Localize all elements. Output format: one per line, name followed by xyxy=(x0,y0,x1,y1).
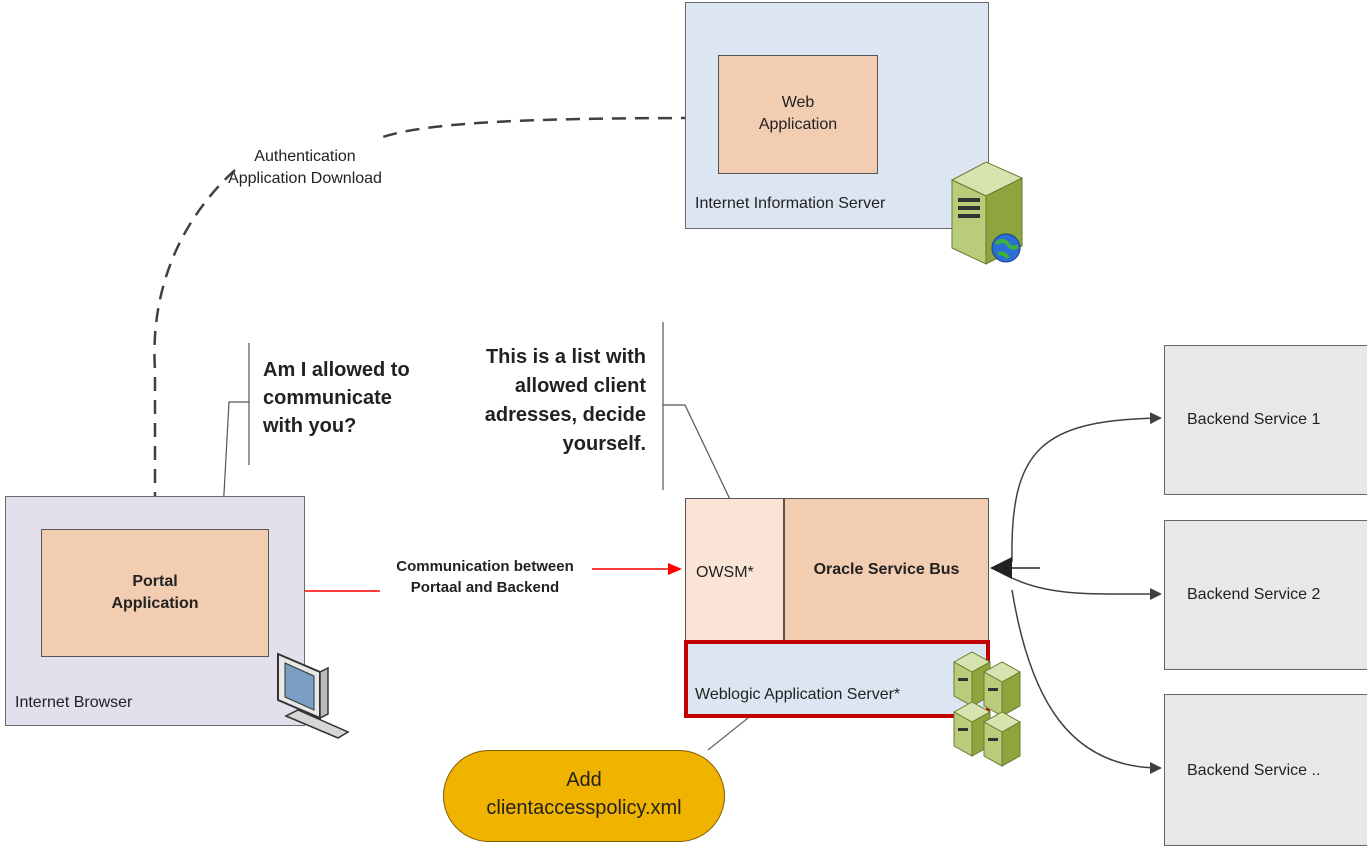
backend-service-3-label: Backend Service .. xyxy=(1187,762,1321,779)
web-application-label: Web Application xyxy=(758,94,838,133)
add-policy-pill[interactable] xyxy=(443,750,725,842)
backend-service-2-box[interactable] xyxy=(1164,520,1367,670)
owsm-label: OWSM* xyxy=(696,564,754,581)
backend-service-1-label: Backend Service 1 xyxy=(1187,411,1321,428)
oracle-service-bus-box[interactable] xyxy=(784,498,989,641)
backend-service-2-label: Backend Service 2 xyxy=(1187,586,1321,603)
portal-application-label: Portal Application xyxy=(111,573,199,612)
question-note: Am I allowed to communicate with you? xyxy=(263,359,410,437)
portal-application-box[interactable] xyxy=(41,529,269,657)
iis-server-label: Internet Information Server xyxy=(695,195,886,212)
oracle-service-bus-label: Oracle Service Bus xyxy=(813,561,960,578)
auth-download-label: Authentication Application Download xyxy=(228,148,382,187)
auth-download-connector xyxy=(374,116,719,142)
weblogic-server-container[interactable] xyxy=(684,640,990,718)
web-server-icon xyxy=(950,161,1024,265)
communication-label: Communication between Portaal and Backen… xyxy=(396,558,574,596)
add-policy-label: Add clientaccesspolicy.xml xyxy=(486,769,682,819)
weblogic-server-label: Weblogic Application Server* xyxy=(695,686,901,703)
owsm-box[interactable] xyxy=(685,498,784,641)
web-application-box[interactable] xyxy=(718,55,878,174)
server-cluster-icon xyxy=(952,651,1022,767)
internet-browser-label: Internet Browser xyxy=(15,694,133,711)
computer-monitor-icon xyxy=(277,652,350,739)
backend-service-3-box[interactable] xyxy=(1164,694,1367,846)
backend-service-1-box[interactable] xyxy=(1164,345,1367,495)
answer-note: This is a list with allowed client adres… xyxy=(484,346,646,455)
